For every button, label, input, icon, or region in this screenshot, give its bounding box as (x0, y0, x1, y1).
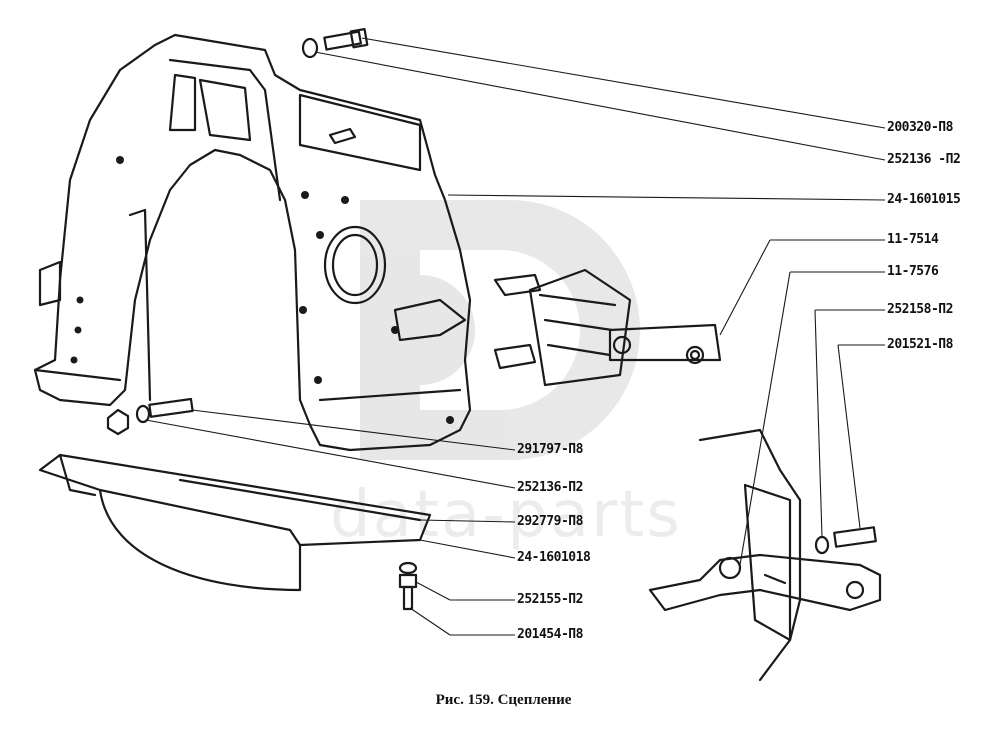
watermark-logo-icon (360, 200, 640, 460)
callout-24-1601015: 24-1601015 (887, 192, 961, 207)
callout-11-7576: 11-7576 (887, 264, 939, 279)
watermark-text: data-parts (330, 478, 682, 552)
leader-lines (145, 37, 886, 636)
figure-caption: Рис. 159. Сцепление (435, 692, 572, 708)
callout-200320-p8: 200320-П8 (887, 120, 953, 135)
callout-291797-p8: 291797-П8 (517, 442, 583, 457)
callout-252155-p2: 252155-П2 (517, 592, 583, 607)
callout-24-1601018: 24-1601018 (517, 550, 591, 565)
callout-292779-p8: 292779-П8 (517, 514, 583, 529)
top-bolt (301, 27, 369, 59)
callout-252136-p2-top: 252136 -П2 (887, 152, 961, 167)
callout-11-7514: 11-7514 (887, 232, 939, 247)
cover-plate (38, 453, 432, 592)
clutch-fork (493, 268, 722, 387)
bell-housing (33, 33, 472, 452)
bottom-bolt (398, 561, 418, 611)
left-stud (106, 397, 194, 436)
lower-fork-assembly (648, 428, 882, 682)
callout-201521-p8: 201521-П8 (887, 337, 953, 352)
callout-252158-p2: 252158-П2 (887, 302, 953, 317)
housing-holes (70, 156, 454, 424)
callout-252136-p2-left: 252136-П2 (517, 480, 583, 495)
callout-201454-p8: 201454-П8 (517, 627, 583, 642)
